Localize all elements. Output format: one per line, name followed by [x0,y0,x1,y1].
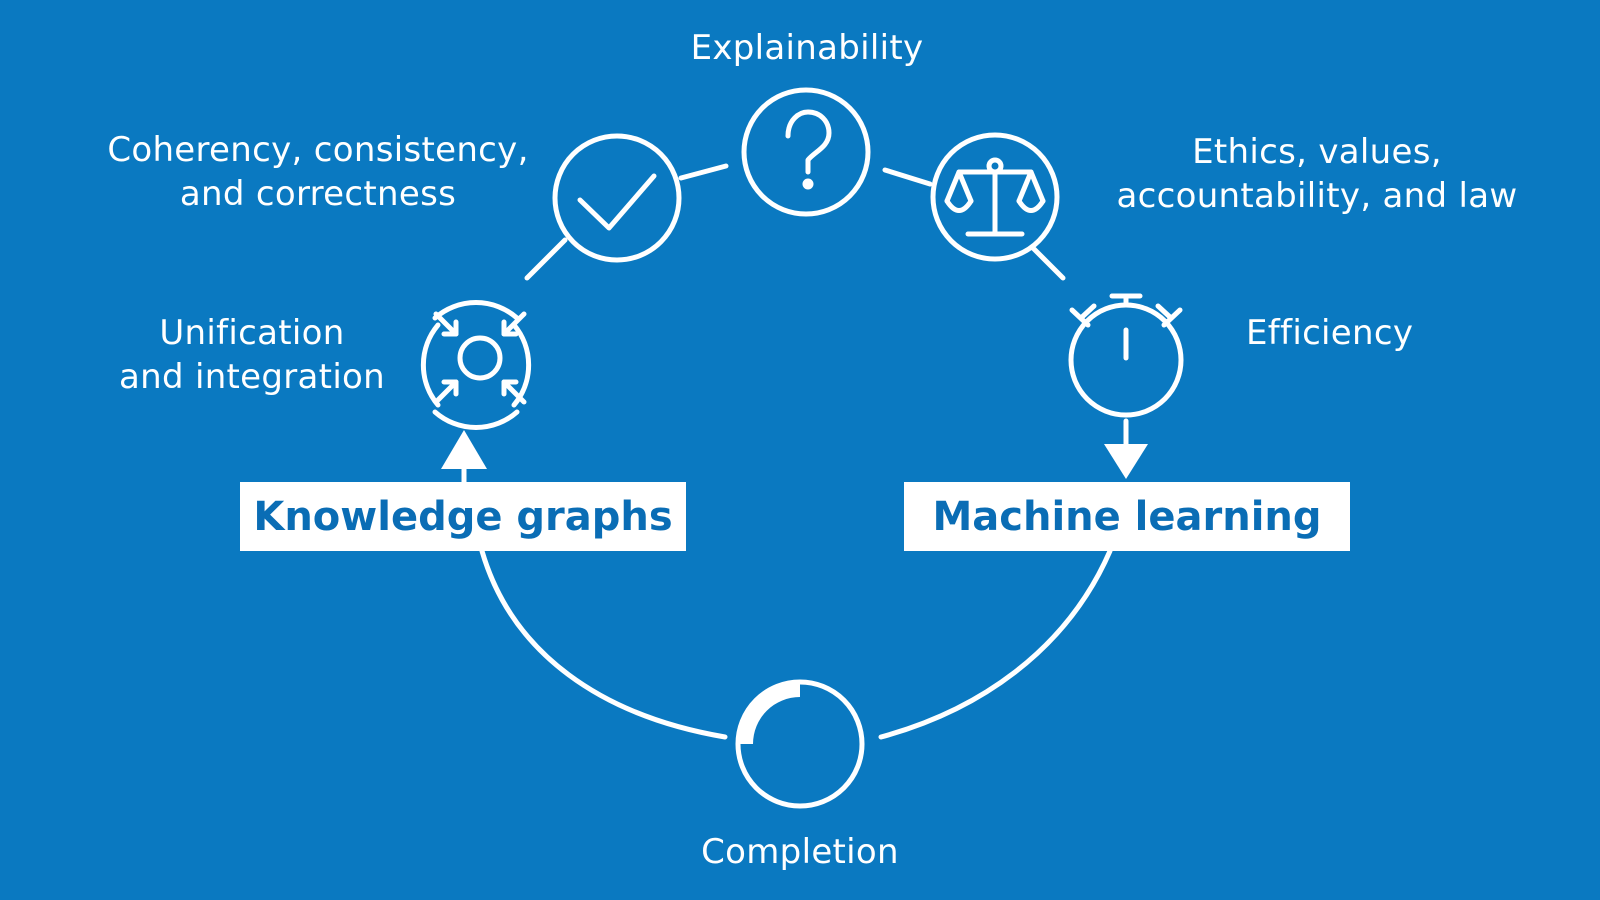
label-ethics: Ethics, values, accountability, and law [1082,130,1552,218]
connector-explainability-to-ethics [882,167,933,187]
checkmark-icon [552,133,682,263]
label-unification-line-2: and integration [118,357,386,397]
label-explainability: Explainability [652,26,962,70]
label-coherency-line-2: and correctness [179,174,457,214]
label-efficiency: Efficiency [1246,311,1486,355]
stopwatch-icon [1068,293,1184,418]
arrowhead-into-unification [441,430,487,469]
label-efficiency-text: Efficiency [1246,313,1414,353]
label-ethics-line-2: accountability, and law [1116,176,1518,216]
connector-coherency-to-explainability [678,163,729,181]
label-unification-line-1: Unification [159,313,345,353]
connector-completion-to-knowledge-graphs [479,548,728,740]
label-coherency: Coherency, consistency, and correctness [88,128,548,216]
connector-machine-learning-to-completion [878,548,1113,740]
label-ethics-line-1: Ethics, values, [1192,132,1442,172]
machine-learning-label: Machine learning [932,493,1322,540]
label-unification: Unification and integration [102,311,402,399]
completion-ring-icon [735,679,865,809]
connector-ethics-to-efficiency [1030,245,1066,281]
scales-icon [930,132,1060,262]
connector-unification-to-coherency [524,237,568,281]
converging-arrows-icon [420,300,532,430]
label-completion-text: Completion [701,832,899,872]
machine-learning-box: Machine learning [904,482,1350,551]
arrowhead-into-machine-learning [1104,444,1148,479]
label-explainability-text: Explainability [690,28,924,68]
question-mark-icon [741,87,871,217]
knowledge-graphs-box: Knowledge graphs [240,482,686,551]
label-coherency-line-1: Coherency, consistency, [107,130,529,170]
knowledge-graphs-label: Knowledge graphs [253,493,673,540]
label-completion: Completion [650,830,950,874]
